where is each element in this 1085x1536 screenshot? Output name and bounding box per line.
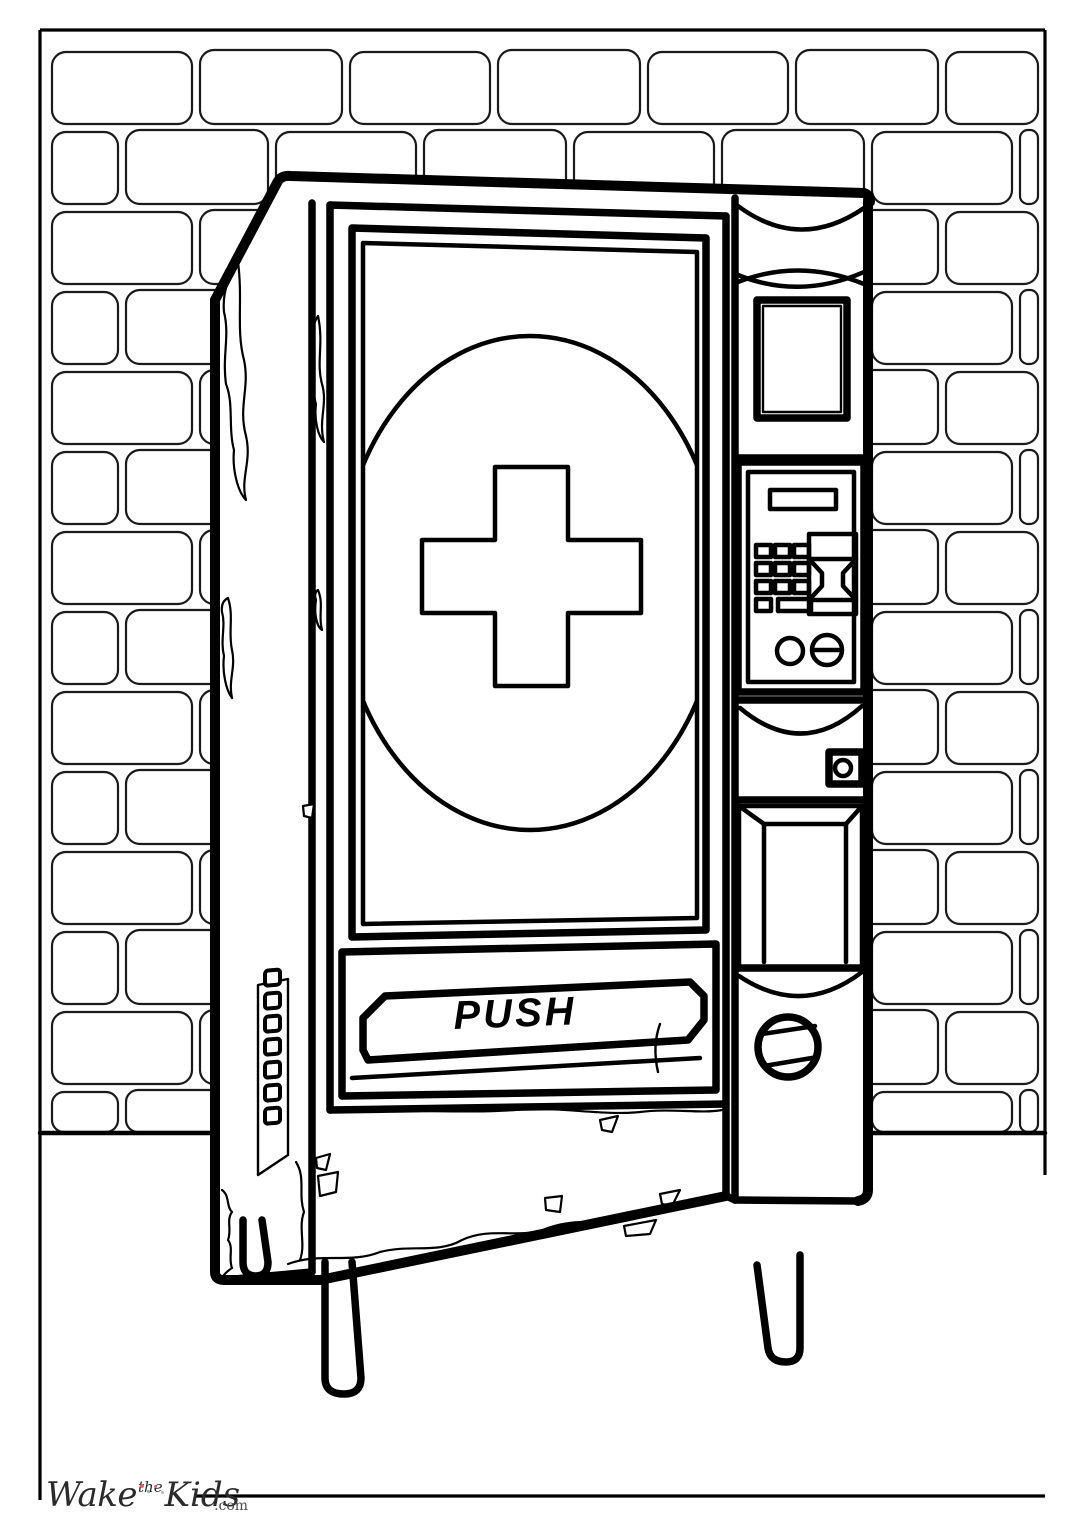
vent-slot [263,967,282,988]
coin-slot-icon[interactable] [754,1013,822,1081]
coin-slot-line-bottom [761,1054,821,1069]
rust-left-lower [294,1160,306,1262]
site-watermark: Wake the Kids .com [46,1454,274,1515]
emblem-badge [363,333,697,833]
header-curve-lens [735,268,867,287]
column-base [731,1196,862,1205]
watermark-dot [161,1491,164,1494]
watermark-dots [138,1482,172,1498]
watermark-the: the [138,1478,163,1496]
door-frame-top [326,201,730,220]
door-frame-divider [326,1100,730,1114]
change-button[interactable] [774,635,806,667]
column-lower-panel [733,803,868,972]
rust-edge-side [220,1188,234,1282]
watermark-dot [140,1484,144,1488]
control-panel[interactable] [734,458,868,696]
bill-acceptor[interactable] [806,531,859,617]
leg-left-front [321,1258,365,1398]
watermark-dot [154,1485,157,1488]
paint-peel-side [222,260,249,502]
column-curve-1 [737,703,865,736]
vent-slot [263,1013,282,1034]
keypad-key[interactable] [772,578,793,596]
keypad-key[interactable] [753,542,774,560]
push-label: PUSH [453,989,578,1038]
price-display [767,487,839,512]
paint-chip [543,1194,564,1214]
side-vent [256,967,290,1177]
badge-circle [363,333,697,833]
paint-peel-door [310,314,326,444]
paint-chip [316,1170,340,1198]
flap-hinge [654,1022,662,1074]
dispenser-tray: PUSH [338,940,720,1100]
bill-acceptor-body [806,531,859,617]
control-column [722,194,870,1205]
bill-slot-icon [806,556,859,603]
vent-slot [263,1059,282,1080]
vent-slot [263,1082,282,1103]
watermark-wake: Wake [46,1475,138,1515]
rust-top-edge-lower [343,1107,724,1115]
leg-right-front [753,1251,804,1366]
side-panel-base [220,1268,316,1284]
coin-return-button[interactable] [809,632,845,668]
watermark-kids: Kids [164,1475,241,1515]
coin-slot-line-top [759,1023,818,1037]
vent-slot [263,1105,282,1126]
paint-chip [598,1114,620,1134]
door-edge-damage [301,314,332,1172]
keypad-key[interactable] [753,596,774,614]
keypad-key[interactable] [753,578,774,596]
keyhole-box [825,748,866,788]
paint-chip [622,1218,658,1238]
column-curve-2 [736,969,865,999]
ad-window-inner [761,304,843,414]
keypad[interactable] [753,542,814,614]
window-frame [348,224,710,941]
coin-slot-assembly[interactable] [754,1013,822,1081]
watermark-dot [147,1490,150,1493]
vent-slot [263,990,282,1011]
ad-display-window [753,296,851,422]
control-panel-body [734,458,868,696]
plus-cross-icon [419,464,644,689]
ad-window-outer [753,296,851,422]
machine-front-door [326,201,730,1200]
machine-side-panel [220,199,316,1284]
vent-slot [263,1036,282,1057]
keypad-key[interactable] [753,560,774,578]
machine-bottom-front [315,1191,731,1285]
watermark-com: .com [214,1498,249,1514]
vending-machine: PUSH [210,170,875,1398]
paint-chip [301,802,316,820]
keyhole-icon[interactable] [832,757,854,779]
paint-peel-door-2 [314,588,324,632]
column-header [735,203,867,289]
push-flap-lip [360,1017,707,1063]
keyhole-assembly[interactable] [825,748,866,788]
tray-opening [338,940,720,1100]
paint-peel-side-2 [220,596,235,700]
paint-chip [314,1152,332,1172]
header-curve-top [735,203,867,232]
keypad-key[interactable] [772,560,793,578]
keypad-key[interactable] [772,542,793,560]
page-border [38,28,1047,1500]
tray-floor [349,1055,703,1081]
product-display-window [348,224,710,941]
